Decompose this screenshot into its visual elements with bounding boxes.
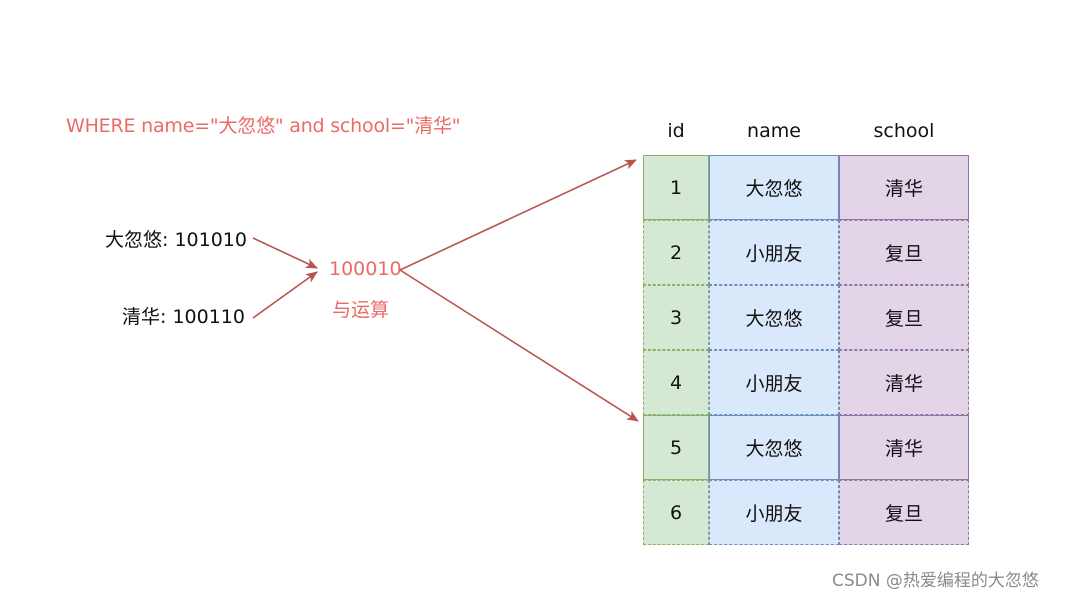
cell-id: 3 [643, 285, 709, 350]
cell-school: 复旦 [839, 480, 969, 545]
cell-name: 小朋友 [709, 480, 839, 545]
cell-id: 2 [643, 220, 709, 285]
cell-id: 1 [643, 155, 709, 220]
cell-id: 5 [643, 415, 709, 480]
column-header-school: school [873, 120, 935, 142]
arrow-result-to-row-5 [399, 269, 639, 422]
and-operation-label: 与运算 [332, 299, 390, 321]
and-result-value: 100010 [329, 258, 402, 280]
query-text: WHERE name="大忽悠" and school="清华" [66, 115, 461, 137]
cell-school: 清华 [839, 155, 969, 220]
column-header-name: name [747, 120, 801, 142]
cell-school: 复旦 [839, 220, 969, 285]
cell-id: 6 [643, 480, 709, 545]
cell-name: 大忽悠 [709, 155, 839, 220]
column-header-id: id [667, 120, 685, 142]
cell-school: 清华 [839, 350, 969, 415]
arrow-name-to-result [252, 237, 318, 269]
cell-school: 复旦 [839, 285, 969, 350]
cell-name: 大忽悠 [709, 285, 839, 350]
cell-school: 清华 [839, 415, 969, 480]
cell-name: 大忽悠 [709, 415, 839, 480]
watermark: CSDN @热爱编程的大忽悠 [832, 571, 1039, 591]
cell-name: 小朋友 [709, 350, 839, 415]
arrow-school-to-result [252, 271, 318, 319]
cell-id: 4 [643, 350, 709, 415]
arrow-result-to-row-1 [399, 159, 637, 271]
cell-name: 小朋友 [709, 220, 839, 285]
bitmap-school-label: 清华: 100110 [122, 306, 245, 328]
bitmap-name-label: 大忽悠: 101010 [105, 229, 247, 251]
